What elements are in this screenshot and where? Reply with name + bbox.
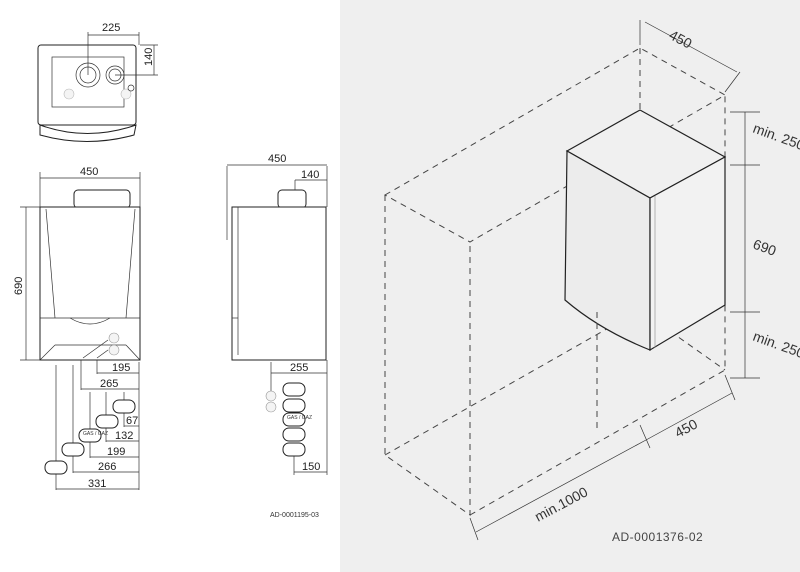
gas-label-side: GAS / GAZ (287, 415, 312, 421)
front-view: 450 690 195 265 67 132 199 266 331 GAS /… (13, 166, 141, 490)
right-drawing-reference: AD-0001376-02 (612, 530, 703, 544)
dim-255: 255 (290, 362, 308, 374)
dim-150: 150 (302, 461, 320, 473)
front-height-dim: 690 (13, 277, 25, 295)
isometric-clearance-view: 450 min. 250 690 min. 250 min.1000 450 A… (383, 20, 800, 544)
hot-water-icon (61, 442, 85, 457)
gas-label-front: GAS / GAZ (83, 431, 108, 437)
top-view-width-dim: 225 (102, 22, 120, 34)
dim-199: 199 (107, 446, 125, 458)
top-view-depth-dim: 140 (143, 48, 155, 66)
dim-195: 195 (112, 362, 130, 374)
dim-266: 266 (98, 461, 116, 473)
cold-water-icon (95, 414, 119, 429)
gas-connection-icon (78, 428, 102, 443)
side-flue-dim: 140 (301, 169, 319, 181)
iso-height-dim: 690 (751, 236, 779, 259)
front-width-dim: 450 (80, 166, 98, 178)
top-view: 225 140 (37, 22, 158, 142)
heating-return-icon (112, 399, 136, 414)
left-drawing-reference: AD-0001195-03 (270, 512, 319, 519)
dim-132: 132 (115, 430, 133, 442)
dim-67: 67 (126, 415, 138, 427)
dim-331: 331 (88, 478, 106, 490)
heating-flow-icon (44, 460, 68, 475)
side-view: 450 140 255 150 GAS / GAZ AD-0001195-03 (226, 153, 328, 519)
side-depth-dim: 450 (268, 153, 286, 165)
dim-265: 265 (100, 378, 118, 390)
